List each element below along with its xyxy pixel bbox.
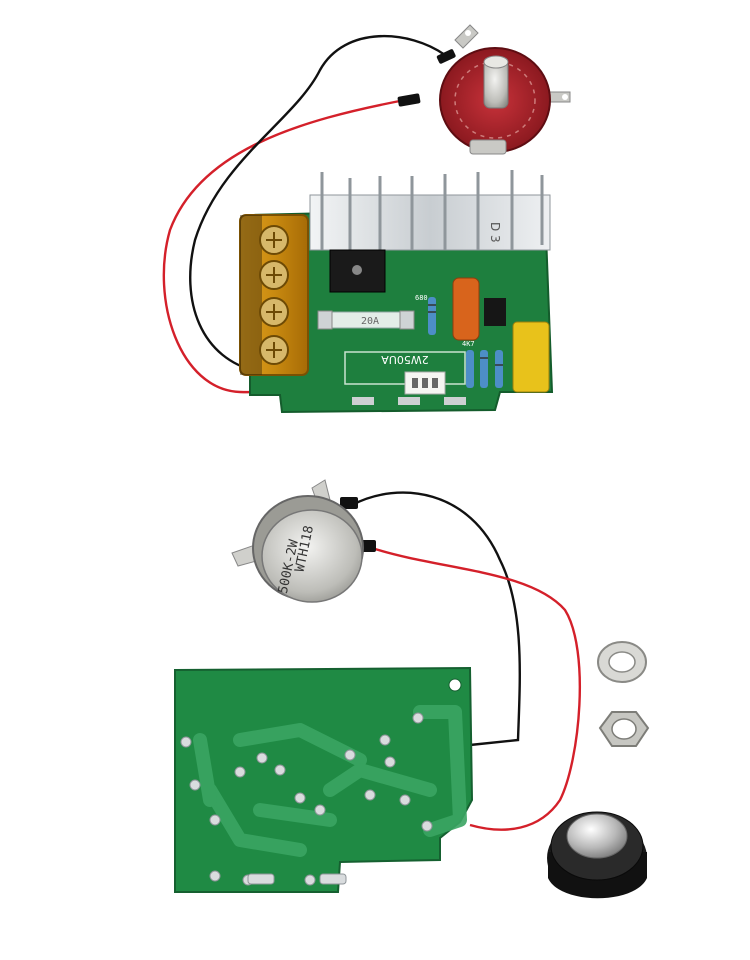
terminal-block (239, 214, 309, 376)
heat-shrink-2 (436, 49, 456, 64)
heat-shrink-1 (397, 93, 421, 107)
heatsink-marking: D 3 (488, 222, 502, 243)
heatsink: D 3 (309, 170, 551, 293)
glass-fuse: 20A (317, 310, 415, 330)
resistors: 680 4K7 (415, 294, 503, 388)
pcb-traces (193, 705, 467, 857)
top-pcb-board (249, 206, 554, 414)
top-silkscreen-model: 2W50UA (381, 353, 429, 366)
bottom-assembly: WTH118 500K-2W (174, 479, 650, 899)
mounting-hole (448, 678, 462, 692)
pot-lug-left (454, 24, 479, 49)
x2-capacitor (512, 321, 550, 393)
bottom-pcb-board (174, 666, 474, 893)
heat-shrink-4 (340, 497, 358, 509)
resistor-marking-680: 680 (415, 294, 428, 302)
solder-pads (180, 712, 433, 886)
silver-pot-face (261, 509, 363, 603)
fuse-marking: 20A (361, 316, 379, 327)
diac-chip (484, 298, 506, 326)
washer (597, 641, 647, 683)
red-potentiometer (439, 24, 571, 155)
silver-potentiometer: WTH118 500K-2W (231, 479, 364, 603)
resistor-marking-4k7: 4K7 (462, 340, 475, 348)
bottom-pcb (174, 666, 474, 893)
control-knob (547, 811, 647, 899)
top-assembly: 2W50UA D 3 (162, 24, 571, 414)
wire-connector (404, 371, 446, 395)
film-capacitor (452, 277, 480, 341)
knob-cap (566, 813, 628, 859)
black-wire-bottom (351, 491, 521, 747)
triac (329, 249, 386, 293)
top-pcb: 2W50UA D 3 (239, 170, 554, 414)
hex-nut (598, 711, 650, 747)
red-wire-bottom (371, 546, 581, 831)
